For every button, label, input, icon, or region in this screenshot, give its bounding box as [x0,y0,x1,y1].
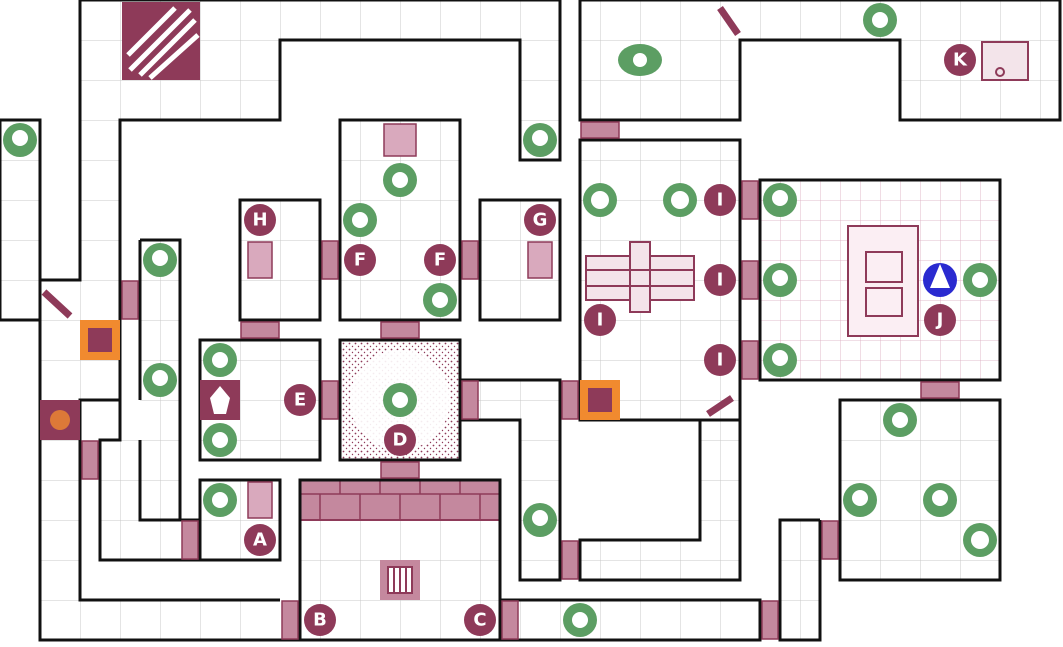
fimir-icon [883,403,917,437]
secret-door-icon [461,240,479,280]
goblin-icon [383,163,417,197]
orc-icon [618,44,662,76]
crystal-icon [200,380,240,420]
trap-icon [380,560,420,600]
fimir-icon [203,483,237,517]
svg-text:D: D [393,430,408,451]
rubble-icon [40,400,80,440]
trap-icon [717,6,741,36]
orc-icon [963,263,997,297]
skull-icon [563,603,597,637]
orc-icon [583,183,617,217]
door-icon [580,121,620,139]
marker-c: C [464,604,496,636]
stairs-icon [80,320,120,360]
svg-text:K: K [953,50,968,71]
door-icon [561,540,579,580]
door-icon [380,321,420,339]
door-icon [81,440,99,480]
monsters[interactable] [3,3,997,637]
door-icon [741,260,759,300]
skull-icon [523,123,557,157]
door-icon [121,280,139,320]
svg-text:I: I [717,270,724,291]
svg-text:G: G [533,210,548,231]
skull-icon [143,363,177,397]
door-icon [281,600,299,640]
door-icon [761,600,779,640]
door-icon [461,380,479,420]
marker-g: G [524,204,556,236]
marker-b: B [304,604,336,636]
door-icon [240,321,280,339]
marker-f: F [344,244,376,276]
door-icon [821,520,839,560]
secret-door-icon [321,240,339,280]
skull-icon [3,123,37,157]
marker-f: F [424,244,456,276]
gargoyle-icon [203,423,237,457]
stairs-icon [580,380,620,420]
throne-icon [847,225,919,337]
door-icon [501,600,519,640]
rack-icon [585,241,695,313]
skull-icon [763,183,797,217]
marker-h: H [244,204,276,236]
trap-icon [706,395,734,417]
door-icon [321,380,339,420]
svg-text:I: I [717,350,724,371]
cupboard-icon [981,41,1029,81]
marker-a: A [244,524,276,556]
skull-icon [763,343,797,377]
chest-icon [247,123,553,519]
marker-i: I [704,264,736,296]
door-icon [561,380,579,420]
marker-k: K [944,44,976,76]
skull-icon [143,243,177,277]
svg-text:I: I [597,310,604,331]
doors[interactable] [81,121,960,640]
marker-i: I [584,304,616,336]
goblin-icon [863,3,897,37]
marker-i: I [704,344,736,376]
marker-i: I [704,184,736,216]
svg-text:F: F [354,250,366,271]
door-icon [741,180,759,220]
fimir-icon [383,383,417,417]
trap-icon [41,289,73,319]
skull-icon [843,483,877,517]
svg-text:H: H [252,210,267,231]
goblin-icon [423,283,457,317]
svg-text:A: A [253,530,267,551]
marker-d: D [384,424,416,456]
svg-text:B: B [313,610,327,631]
orc-icon [963,523,997,557]
fireplace-icon [122,2,200,80]
door-icon [920,381,960,399]
chaos-sorcerer-icon [923,263,957,297]
orc-icon [663,183,697,217]
gargoyle-icon [203,343,237,377]
door-icon [181,520,199,560]
door-icon [741,340,759,380]
svg-text:I: I [717,190,724,211]
door-icon [380,461,420,479]
furniture [40,2,1029,600]
svg-text:F: F [434,250,446,271]
marker-e: E [284,384,316,416]
goblin-icon [343,203,377,237]
skull-icon [923,483,957,517]
letter-markers[interactable]: A B C D E F F G H I I I I J K [244,44,976,636]
skull-icon [763,263,797,297]
marker-j: J [924,304,956,336]
svg-text:C: C [473,610,486,631]
skull-icon [523,503,557,537]
svg-text:E: E [294,390,306,411]
svg-text:J: J [935,310,944,331]
stone-wall-strip [299,479,501,521]
